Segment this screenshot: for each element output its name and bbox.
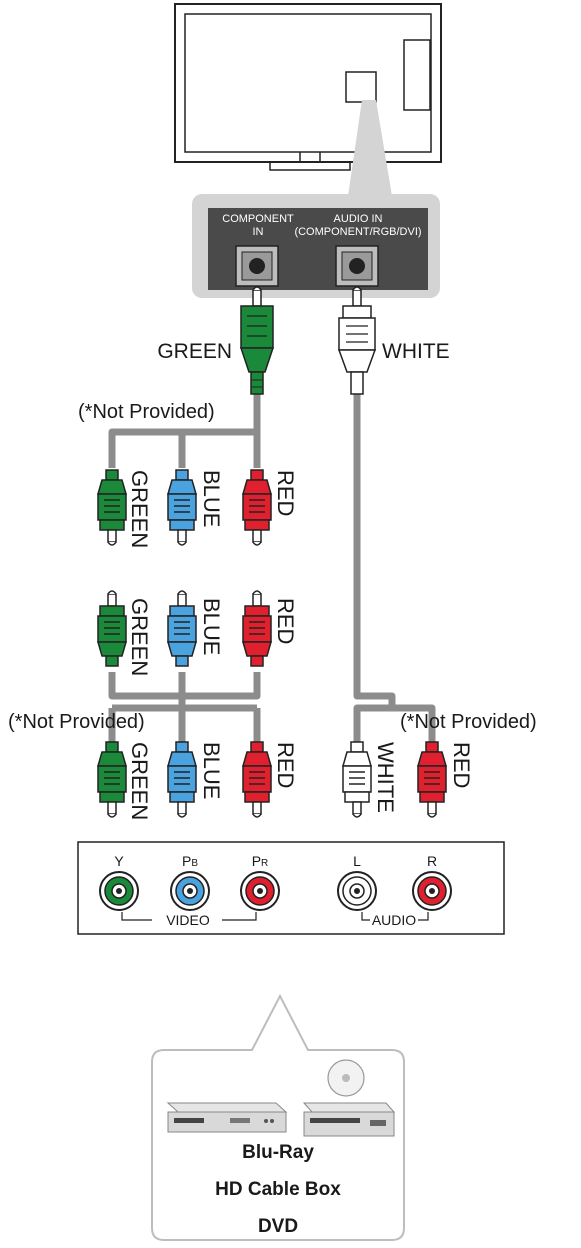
not-provided-label-1: (*Not Provided)	[78, 401, 215, 423]
device-output-panel: Y PB PR L R VIDEO AUDIO	[77, 841, 505, 935]
audio-in-label-2: (COMPONENT/RGB/DVI)	[294, 226, 421, 238]
l-port-label: L	[353, 853, 361, 869]
tv-illustration	[174, 3, 442, 171]
r-port-label: R	[427, 853, 437, 869]
video-group-label: VIDEO	[166, 912, 210, 928]
red-label-row2: RED	[273, 598, 298, 644]
pr-port-label: PR	[252, 853, 269, 869]
pb-jack[interactable]	[170, 871, 210, 911]
green-label-row2: GREEN	[127, 598, 152, 676]
l-jack[interactable]	[337, 871, 377, 911]
y-jack[interactable]	[99, 871, 139, 911]
pr-jack[interactable]	[240, 871, 280, 911]
blue-label-row1: BLUE	[199, 470, 224, 527]
blue-label-row3: BLUE	[199, 742, 224, 799]
device-line-1: Blu-Ray	[242, 1142, 314, 1163]
not-provided-label-3: (*Not Provided)	[400, 711, 537, 733]
blue-label-row2: BLUE	[199, 598, 224, 655]
tv-input-panel: COMPONENT IN AUDIO IN (COMPONENT/RGB/DVI…	[192, 194, 440, 298]
red-label-row3: RED	[273, 742, 298, 788]
audio-in-label: AUDIO IN	[334, 213, 383, 225]
component-in-label-2: IN	[253, 226, 264, 238]
row2-plugs	[97, 590, 272, 667]
green-label-row1: GREEN	[127, 470, 152, 548]
device-callout: Blu-Ray HD Cable Box DVD	[151, 993, 405, 1241]
not-provided-label-2: (*Not Provided)	[8, 711, 145, 733]
bluray-player-icon	[166, 1102, 288, 1133]
r-jack[interactable]	[412, 871, 452, 911]
device-line-2: HD Cable Box	[215, 1179, 341, 1200]
component-in-label: COMPONENT	[222, 213, 294, 225]
red-audio-label-row3: RED	[449, 742, 474, 788]
y-port-label: Y	[114, 853, 124, 869]
pb-port-label: PB	[182, 853, 198, 869]
green-label-row3: GREEN	[127, 742, 152, 820]
device-line-3: DVD	[258, 1216, 298, 1237]
audio-in-port[interactable]	[335, 245, 379, 287]
audio-group-label: AUDIO	[372, 912, 416, 928]
green-label-top: GREEN	[157, 340, 232, 363]
dvd-player-icon	[302, 1059, 396, 1137]
green-mini-plug	[239, 286, 275, 395]
component-in-port[interactable]	[235, 245, 279, 287]
white-label-top: WHITE	[382, 340, 450, 363]
white-label-row3: WHITE	[373, 742, 398, 813]
red-label-row1: RED	[273, 470, 298, 516]
cable-lines	[108, 392, 436, 742]
tv-callout-pointer	[348, 100, 392, 196]
white-audio-plug	[337, 286, 377, 395]
row1-plugs	[97, 469, 272, 546]
